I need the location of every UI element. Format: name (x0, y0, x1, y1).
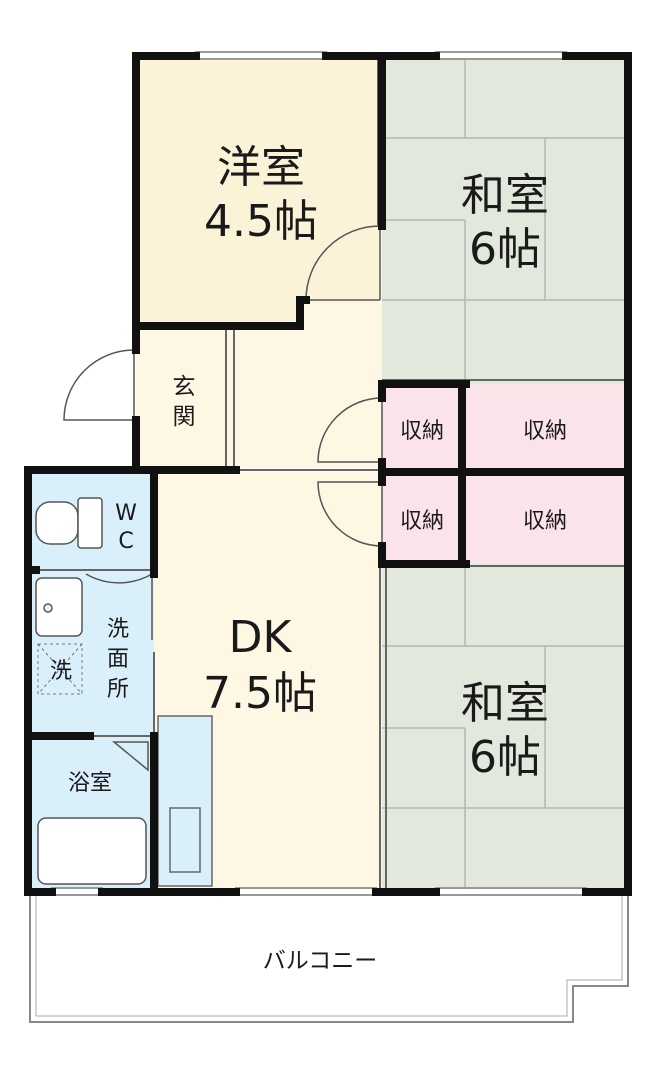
dk-room-name: DK (229, 612, 293, 663)
storage-label-3: 収納 (400, 509, 444, 534)
tatami-lines-top (382, 56, 628, 384)
toilet-icon (35, 497, 103, 549)
western-room-name: 洋室 (217, 142, 305, 193)
storage-4 (462, 472, 628, 564)
balcony-label: バルコニー (263, 948, 378, 974)
balcony-outline (29, 892, 629, 1023)
entrance-area (136, 326, 382, 468)
washroom-label-2: 面 (107, 647, 129, 672)
washroom-label-3: 所 (107, 677, 129, 702)
walls (24, 52, 632, 896)
japanese-room-bottom-size: 6帖 (469, 732, 541, 783)
storage-label-4: 収納 (523, 509, 567, 534)
kitchen-counter (157, 715, 213, 887)
storage-2 (462, 384, 628, 472)
storage-label-2: 収納 (523, 419, 567, 444)
storage-3 (382, 472, 462, 564)
entrance-label-1: 玄 (173, 374, 196, 400)
storage-label-1: 収納 (400, 419, 444, 444)
japanese-room-bottom-name: 和室 (461, 678, 549, 729)
bath-label: 浴室 (68, 771, 112, 796)
dk-room-size: 7.5帖 (203, 668, 317, 719)
washing-machine-spot (37, 643, 83, 695)
japanese-room-top-size: 6帖 (469, 224, 541, 275)
western-room-size: 4.5帖 (204, 196, 318, 247)
wc-label-2: C (118, 529, 133, 554)
door-swings (63, 225, 383, 772)
tatami-lines-bottom (382, 564, 628, 892)
storage-1 (382, 384, 462, 472)
washroom-label-1: 洗 (107, 617, 129, 642)
wash-basin-icon (35, 577, 83, 637)
entrance-label-2: 関 (173, 404, 196, 430)
bathtub-icon (37, 817, 147, 885)
japanese-room-top-name: 和室 (461, 170, 549, 221)
washer-label: 洗 (50, 659, 72, 684)
western-room (136, 56, 382, 326)
wc-label-1: W (115, 501, 137, 526)
